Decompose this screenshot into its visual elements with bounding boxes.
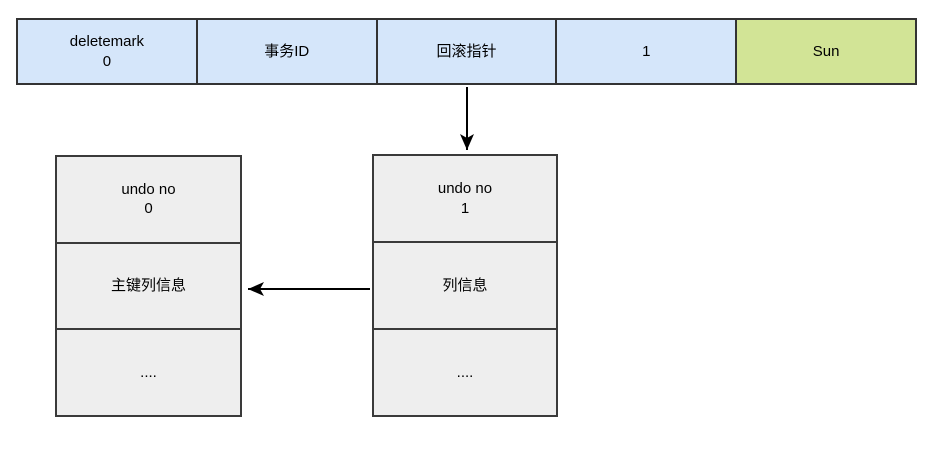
undo-log-1-ellipsis: .... [374,328,556,415]
record-row: deletemark 0 事务ID 回滚指针 1 Sun [16,18,917,85]
record-cell-rollback-pointer: 回滚指针 [375,20,556,83]
record-cell-value-1: 1 [555,20,736,83]
record-cell-transaction-id: 事务ID [195,20,376,83]
undo-log-0-primary-key: 主键列信息 [57,241,240,329]
record-cell-sun: Sun [735,20,915,83]
undo-log-1-number: undo no 1 [437,180,493,217]
undo-log-1-columns: 列信息 [374,241,556,328]
undo-log-0-box: undo no 0 主键列信息 .... [55,155,242,417]
undo-log-0-ellipsis: .... [57,328,240,415]
undo-log-0-number: undo no 0 [121,180,176,218]
undo-log-1-box: undo no 1 列信息 .... [372,154,558,417]
record-cell-deletemark: deletemark 0 [18,20,196,83]
